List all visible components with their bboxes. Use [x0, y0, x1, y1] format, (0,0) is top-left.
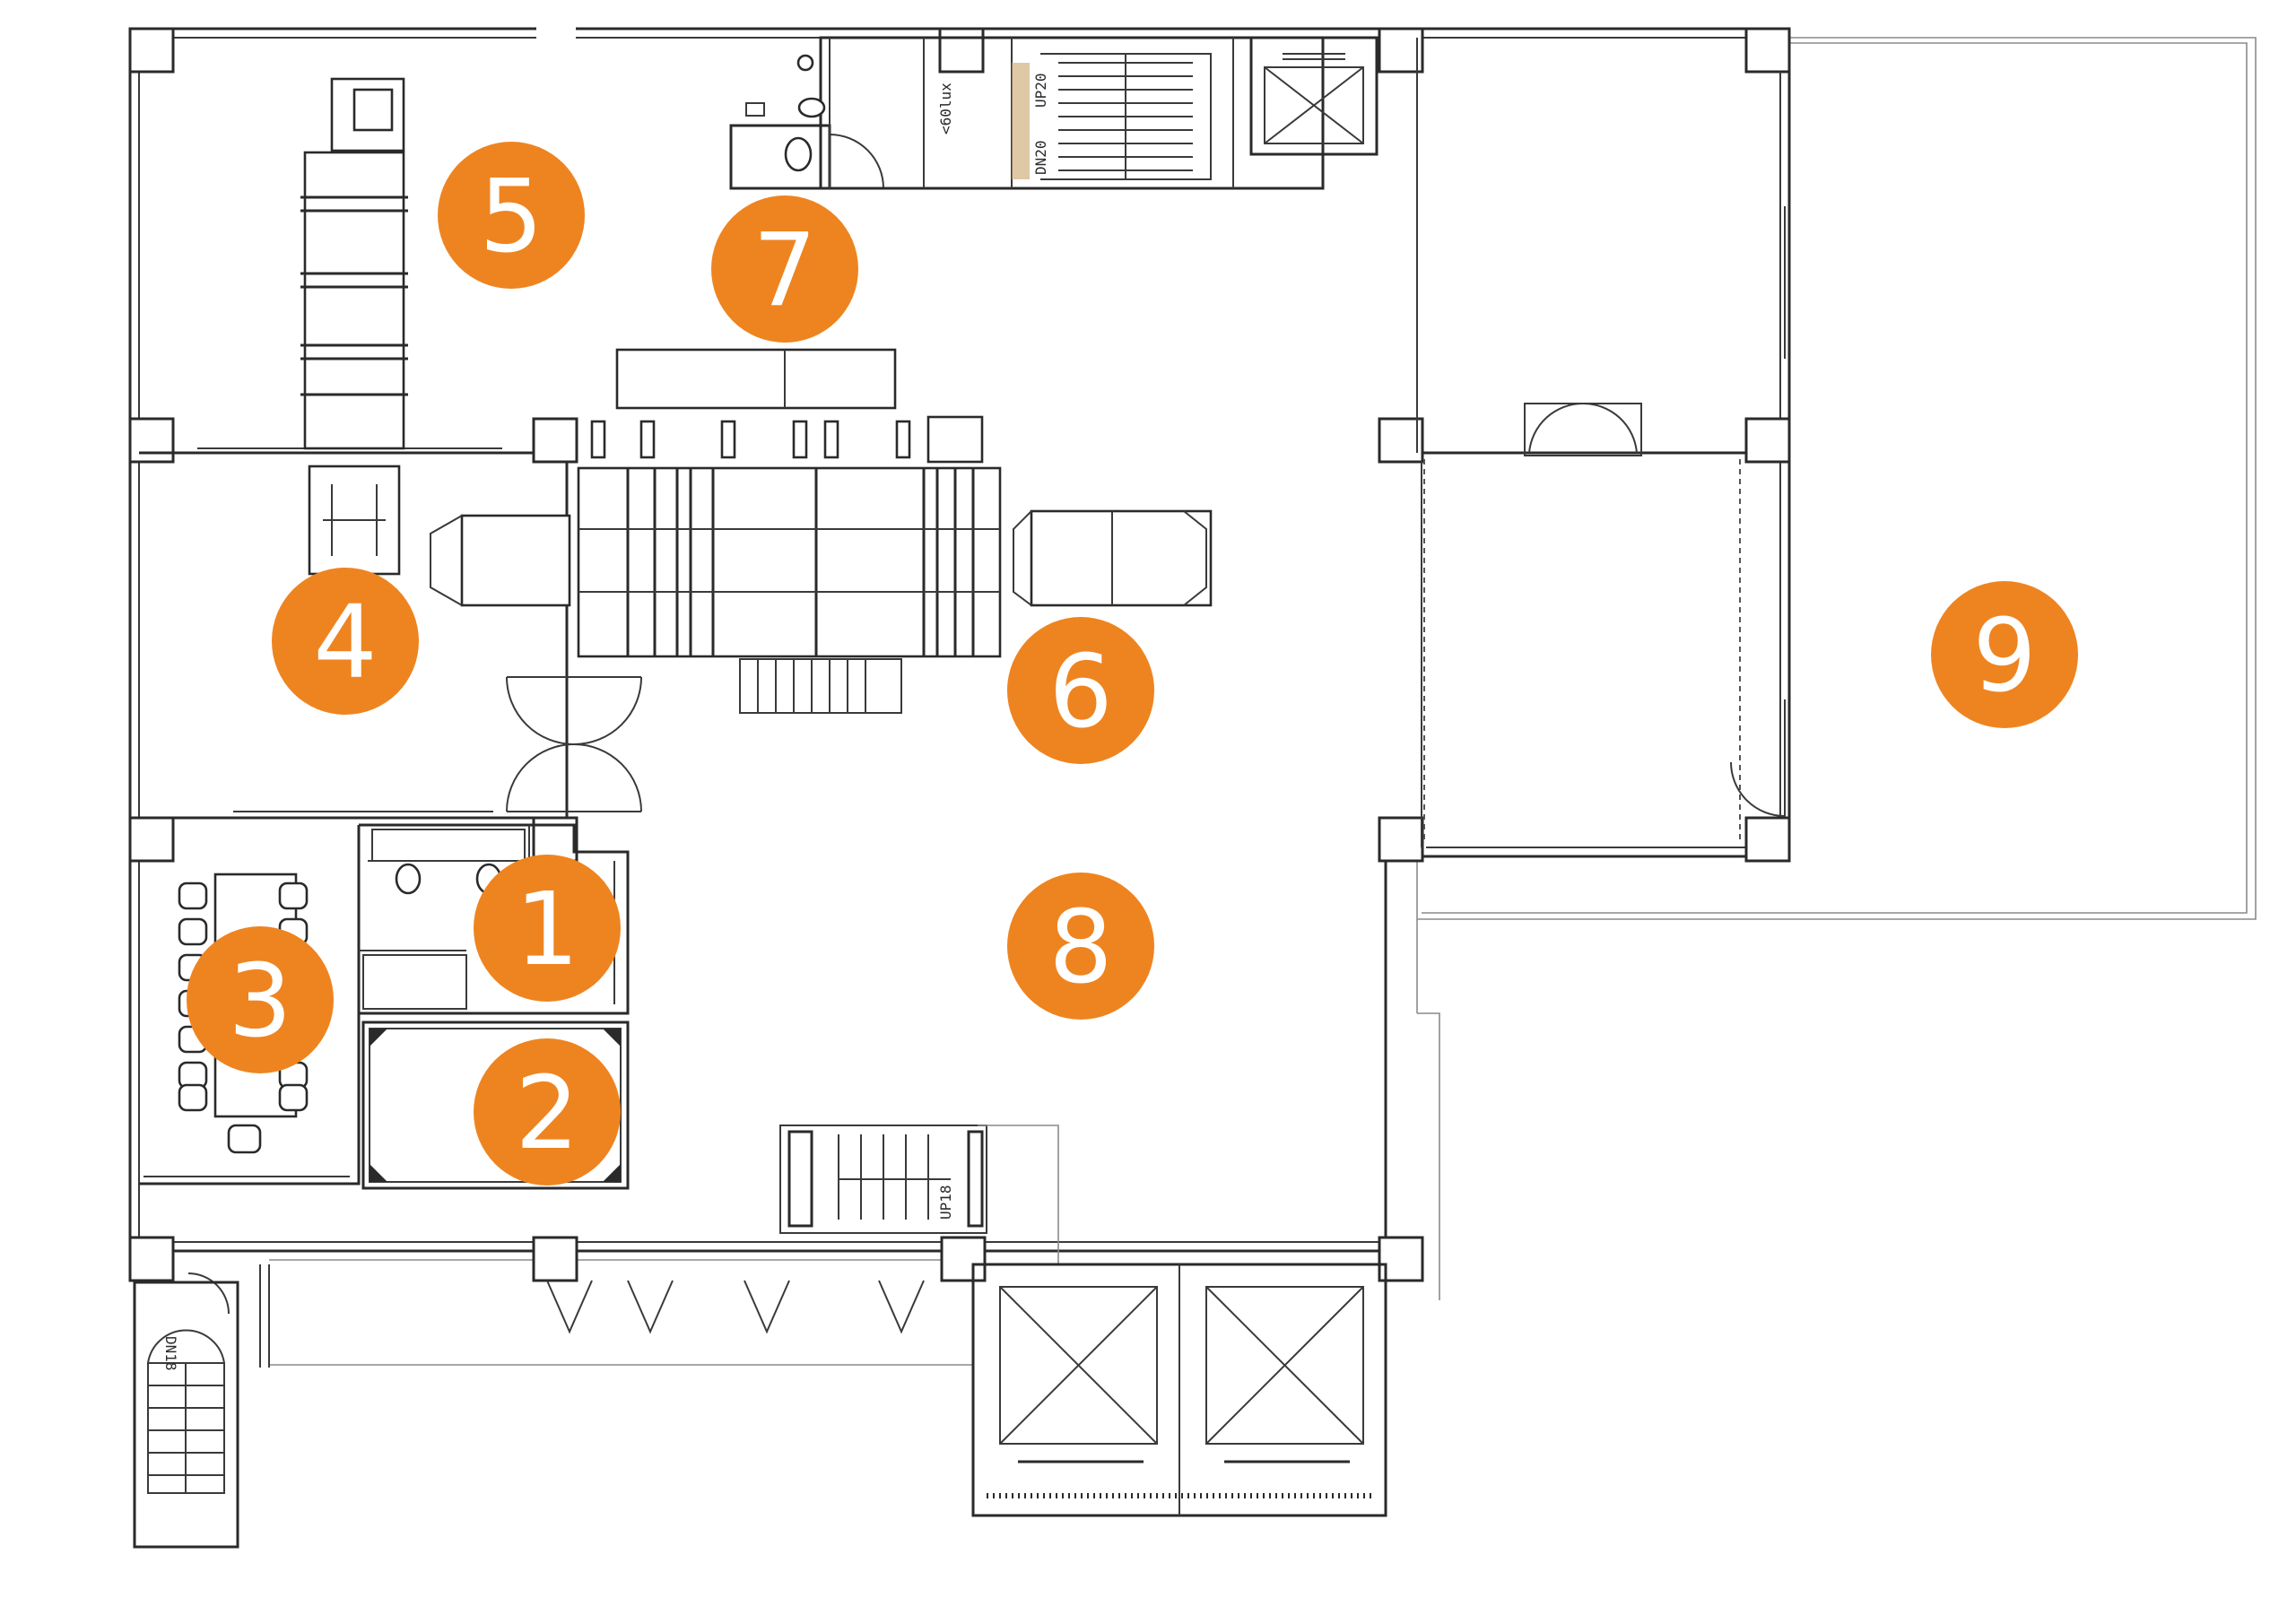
marker-number: 7 — [752, 213, 816, 329]
marker-number: 8 — [1048, 890, 1112, 1006]
room-marker-3: 3 — [187, 926, 334, 1073]
room-marker-2: 2 — [474, 1038, 621, 1185]
horizontal-equipment — [430, 348, 1213, 714]
marker-number: 6 — [1048, 634, 1112, 751]
vertical-equipment — [300, 77, 408, 576]
elevators — [971, 1263, 1387, 1517]
lux-label: <60lux — [937, 83, 954, 135]
marker-number: 2 — [515, 1055, 578, 1172]
marker-circle — [1007, 873, 1154, 1020]
doors — [187, 134, 1786, 1315]
marker-number: 3 — [228, 943, 291, 1060]
marker-number: 9 — [1972, 598, 2036, 715]
marker-circle — [711, 195, 858, 343]
room-marker-8: 8 — [1007, 873, 1154, 1020]
marker-circle — [187, 926, 334, 1073]
toilet-fixtures — [362, 829, 526, 1010]
terrace-outline — [1417, 37, 2257, 920]
marker-number: 4 — [313, 585, 377, 701]
stair-label-dn18: DN18 — [162, 1336, 179, 1371]
service-core: UP20 DN20 <60lux — [729, 36, 1378, 190]
marker-circle — [1007, 617, 1154, 764]
room-marker-5: 5 — [438, 142, 585, 289]
room-marker-7: 7 — [711, 195, 858, 343]
bottom-left-stair: DN18 — [133, 1281, 239, 1549]
facade-fins — [546, 1280, 925, 1334]
stair-label-up: UP20 — [1032, 73, 1049, 108]
stair-label-up18: UP18 — [937, 1185, 954, 1220]
marker-circle — [1931, 581, 2078, 728]
room-marker-9: 9 — [1931, 581, 2078, 728]
stair-label-down: DN20 — [1032, 140, 1049, 175]
lower-stair: UP18 — [779, 1125, 1059, 1264]
exterior-walls — [128, 27, 1791, 1368]
marker-circle — [438, 142, 585, 289]
marker-circle — [474, 855, 621, 1002]
marker-circle — [272, 568, 419, 715]
room-marker-6: 6 — [1007, 617, 1154, 764]
room-marker-1: 1 — [474, 855, 621, 1002]
marker-number: 5 — [479, 159, 543, 275]
room-marker-4: 4 — [272, 568, 419, 715]
room-markers: 1 2 3 4 5 6 7 8 9 — [187, 142, 2078, 1185]
marker-number: 1 — [515, 872, 578, 988]
marker-circle — [474, 1038, 621, 1185]
